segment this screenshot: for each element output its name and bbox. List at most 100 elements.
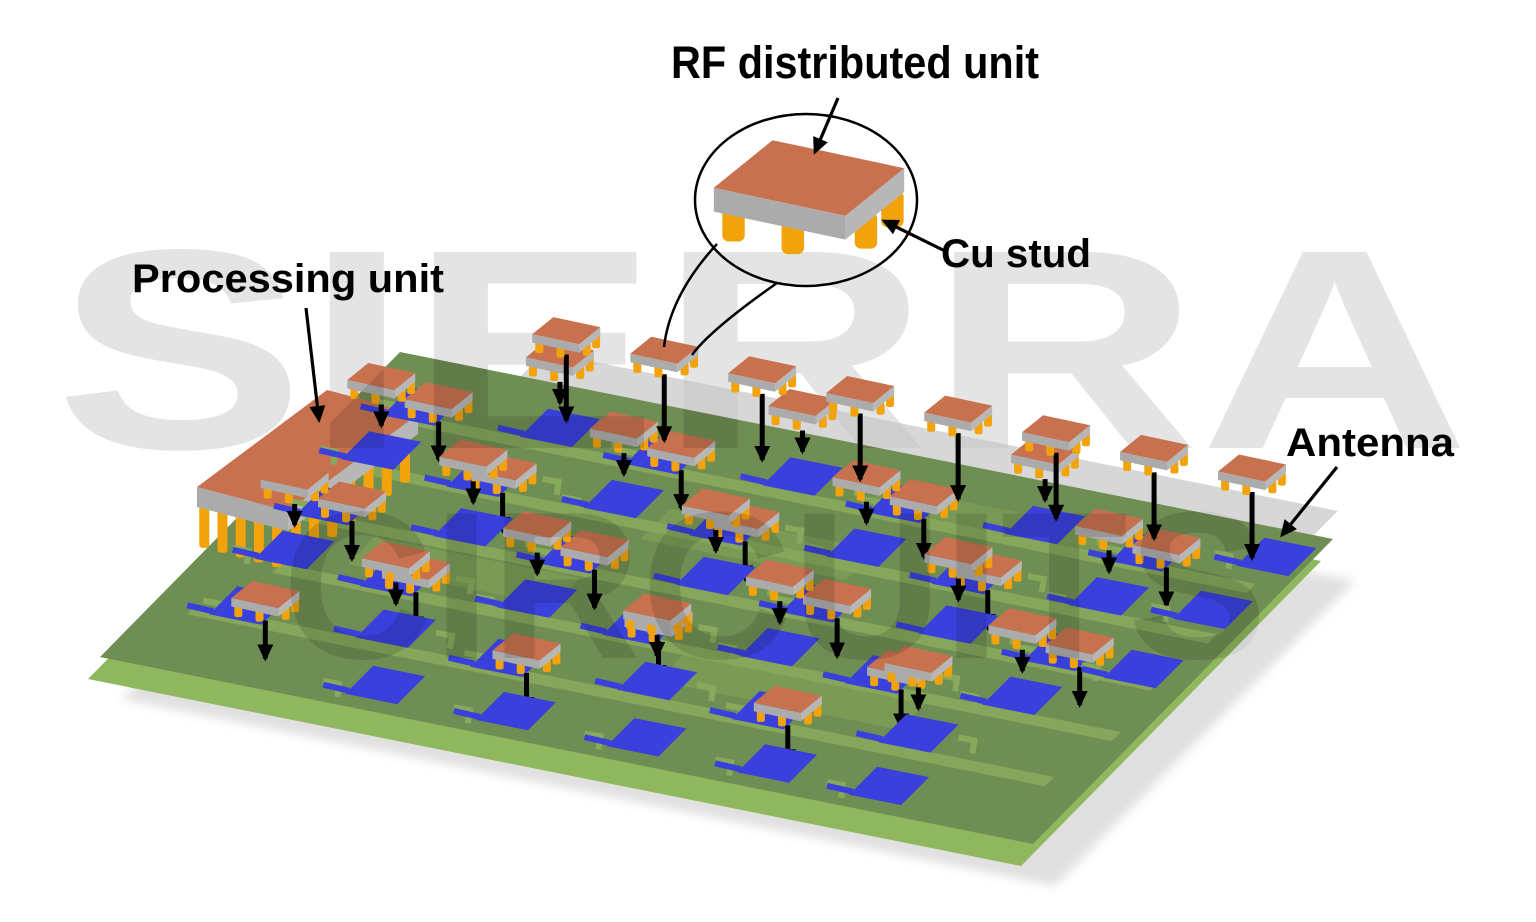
chip-side-left: [404, 399, 452, 418]
antenna-patch: [497, 408, 600, 448]
chip-side-left: [468, 470, 516, 489]
antenna-patch: [318, 431, 422, 470]
rf-unit-chip: [889, 479, 958, 520]
chip-side-left: [1075, 525, 1122, 545]
antenna-pad: [355, 609, 436, 648]
chip-side-right: [307, 472, 329, 498]
antenna-feed-line: [231, 546, 260, 559]
antenna-feed-line: [453, 708, 481, 720]
rf-unit-sites: [186, 340, 1317, 806]
processing-unit-top: [197, 390, 418, 511]
chip-side-left: [1045, 644, 1093, 663]
trace-stub: [322, 678, 343, 698]
trace-band: [369, 407, 1256, 593]
chip-side-left: [560, 547, 608, 566]
antenna-pad: [519, 408, 600, 448]
antenna-feed-line: [895, 621, 924, 634]
cu-stud-callout-arrow: [881, 219, 946, 253]
antenna-pad: [1069, 577, 1149, 616]
rf-unit-site: [318, 363, 422, 470]
rf-unit-site: [231, 462, 335, 570]
chip-side-left: [525, 357, 573, 376]
trace-stub: [714, 756, 735, 776]
magnifier-bubble: [693, 112, 919, 288]
antenna-feed-line: [497, 424, 525, 437]
rf-unit-chip: [884, 645, 953, 687]
chip-top: [713, 140, 905, 216]
chip-side-right: [728, 498, 750, 524]
antenna-pad: [762, 457, 843, 496]
antenna-feed-line: [666, 523, 694, 536]
chip-side-left: [1218, 471, 1265, 490]
chip-side-left: [503, 528, 551, 547]
chip-top: [884, 645, 953, 673]
antenna-feed-line: [318, 447, 346, 460]
antenna-pad: [606, 718, 687, 757]
rf-unit-chip: [404, 382, 473, 423]
antenna-feed-line: [826, 782, 854, 795]
processing-unit-pin: [199, 501, 210, 548]
antenna-pad: [1005, 505, 1086, 545]
magnifier-callout: [662, 97, 946, 356]
rf-unit-chip: [681, 488, 750, 530]
trace-stub: [784, 524, 805, 544]
antenna-pad: [433, 508, 514, 547]
trace-stub: [435, 629, 456, 650]
chip-side-right: [971, 405, 993, 432]
chip-side-left: [753, 702, 801, 722]
antenna-patch: [895, 605, 999, 644]
antenna-pad: [583, 479, 664, 519]
antenna-patch: [583, 718, 687, 757]
chip-top: [768, 389, 837, 416]
chip-top: [439, 439, 508, 467]
chip-top: [318, 481, 386, 509]
chip-side-right: [845, 168, 905, 240]
incoming-rf-unit: [1218, 454, 1286, 562]
incoming-rf-unit: [630, 336, 699, 444]
chip-side-left: [768, 406, 816, 425]
chip-top: [1120, 434, 1189, 462]
chip-side-right: [1167, 444, 1189, 471]
chip-side-left: [347, 380, 395, 399]
incoming-rf-unit: [1120, 434, 1189, 542]
rf-unit-chip: [924, 395, 993, 437]
rf-unit-chip: [361, 541, 430, 582]
rf-unit-site: [717, 559, 820, 667]
incoming-rf-unit: [1022, 415, 1091, 522]
rf-unit-chip: [753, 685, 822, 727]
chip-top: [826, 376, 895, 403]
chip-side-left: [1132, 544, 1180, 564]
antenna-pad: [1103, 649, 1184, 689]
processing-unit-pin: [253, 516, 264, 563]
rf-unit-chip: [260, 462, 329, 504]
trace-band: [272, 563, 1121, 742]
chip-side-right: [971, 547, 993, 573]
antenna-patch: [474, 579, 578, 618]
antenna-patch: [231, 530, 335, 570]
antenna-patch: [410, 508, 514, 547]
antenna-patch: [714, 744, 818, 783]
chip-side-left: [924, 554, 972, 573]
chip-side-left: [884, 662, 932, 682]
chip-side-right: [873, 386, 895, 412]
chip-side-right: [1265, 464, 1286, 490]
trace-stub: [957, 734, 978, 754]
antenna-patch: [826, 766, 930, 806]
rf-unit-chip: [745, 559, 814, 601]
antenna-patch: [855, 714, 959, 753]
chip-top: [361, 541, 430, 569]
chip-side-left: [439, 456, 487, 476]
chip-side-left: [832, 477, 880, 496]
antenna-pad: [341, 431, 422, 470]
chip-top: [753, 685, 822, 713]
chip-top: [745, 559, 814, 587]
trace-band: [186, 605, 1055, 787]
chip-top: [231, 581, 300, 608]
rf-unit-site: [594, 593, 717, 702]
rf-unit-chip: [630, 336, 699, 378]
antenna-pad: [254, 530, 335, 570]
antenna-patch: [1081, 649, 1184, 689]
antenna-feed-line: [410, 524, 438, 537]
chip-side-left: [745, 576, 793, 596]
